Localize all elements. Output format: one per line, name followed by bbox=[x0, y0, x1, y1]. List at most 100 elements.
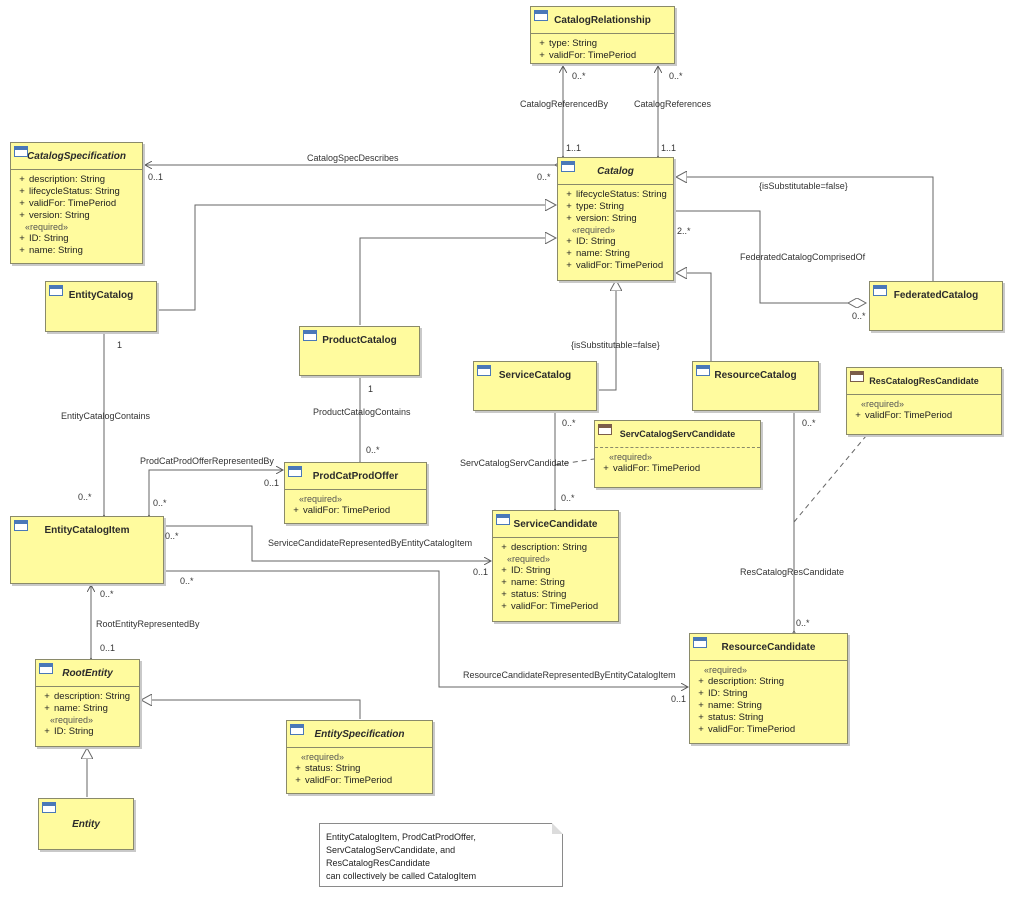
multiplicity: 0..* bbox=[165, 531, 179, 541]
label-res-catalog-res-candidate: ResCatalogResCandidate bbox=[740, 567, 845, 577]
class-name: Catalog bbox=[597, 165, 634, 177]
multiplicity: 1..1 bbox=[661, 143, 677, 153]
class-icon bbox=[873, 285, 887, 296]
attribute: ID: String bbox=[511, 565, 551, 576]
stereotype: «required» bbox=[50, 715, 94, 725]
gen-entitycatalog-catalog bbox=[158, 205, 556, 311]
class-catalog-specification[interactable]: CatalogSpecification +description: Strin… bbox=[10, 142, 143, 264]
class-name: CatalogRelationship bbox=[554, 14, 651, 26]
attribute: description: String bbox=[54, 691, 131, 702]
class-name: ProductCatalog bbox=[322, 334, 397, 346]
class-service-candidate[interactable]: ServiceCandidate +description: String «r… bbox=[492, 510, 619, 622]
class-res-catalog-res-candidate[interactable]: ResCatalogResCandidate «required» +valid… bbox=[846, 367, 1002, 435]
note-line: EntityCatalogItem, ProdCatProdOffer, bbox=[326, 832, 476, 842]
gen-entityspec-rootentity bbox=[141, 700, 361, 719]
class-product-catalog[interactable]: ProductCatalog bbox=[299, 326, 420, 376]
label-is-substitutable: {isSubstitutable=false} bbox=[571, 340, 660, 350]
attributes: «required» +validFor: TimePeriod bbox=[285, 489, 426, 520]
class-icon bbox=[288, 466, 302, 477]
multiplicity: 1..1 bbox=[566, 143, 582, 153]
class-name: RootEntity bbox=[62, 667, 113, 679]
attribute: status: String bbox=[511, 589, 567, 600]
label-prodcat-represented-by: ProdCatProdOfferRepresentedBy bbox=[140, 456, 274, 466]
attribute: ID: String bbox=[576, 236, 616, 247]
multiplicity: 1 bbox=[368, 384, 374, 394]
label-resource-candidate-represented-by: ResourceCandidateRepresentedByEntityCata… bbox=[463, 670, 676, 680]
note[interactable]: EntityCatalogItem, ProdCatProdOffer, Ser… bbox=[319, 823, 563, 887]
class-icon bbox=[49, 285, 63, 296]
class-icon bbox=[693, 637, 707, 648]
stereotype: «required» bbox=[299, 494, 343, 504]
label-serv-catalog-serv-candidate: ServCatalogServCandidate bbox=[460, 458, 570, 468]
class-icon bbox=[303, 330, 317, 341]
class-root-entity[interactable]: RootEntity +description: String +name: S… bbox=[35, 659, 140, 747]
multiplicity: 1 bbox=[117, 340, 123, 350]
class-icon bbox=[14, 520, 28, 531]
class-entity-catalog[interactable]: EntityCatalog bbox=[45, 281, 157, 332]
class-name: ServiceCatalog bbox=[498, 369, 572, 381]
stereotype: «required» bbox=[25, 222, 69, 232]
class-name: Entity bbox=[72, 818, 100, 830]
gen-servicecatalog-catalog bbox=[598, 280, 616, 391]
attribute: validFor: TimePeriod bbox=[613, 463, 701, 474]
multiplicity: 0..* bbox=[100, 589, 114, 599]
class-catalog-relationship[interactable]: CatalogRelationship +type: String +valid… bbox=[530, 6, 675, 64]
class-service-catalog[interactable]: ServiceCatalog bbox=[473, 361, 597, 411]
attribute: validFor: TimePeriod bbox=[865, 410, 953, 421]
multiplicity: 0..1 bbox=[264, 478, 280, 488]
class-resource-catalog[interactable]: ResourceCatalog bbox=[692, 361, 819, 411]
attribute: name: String bbox=[29, 245, 83, 256]
attributes: «required» +validFor: TimePeriod bbox=[595, 447, 760, 478]
attributes: +description: String +name: String «requ… bbox=[36, 686, 139, 741]
attributes: +description: String +lifecycleStatus: S… bbox=[11, 169, 142, 260]
class-prod-cat-prod-offer[interactable]: ProdCatProdOffer «required» +validFor: T… bbox=[284, 462, 427, 524]
note-line: can collectively be called CatalogItem bbox=[326, 871, 477, 881]
class-serv-catalog-serv-candidate[interactable]: ServCatalogServCandidate «required» +val… bbox=[594, 420, 761, 488]
note-line: ServCatalogServCandidate, and ResCatalog… bbox=[326, 845, 456, 868]
class-icon bbox=[534, 10, 548, 21]
label-service-candidate-represented-by: ServiceCandidateRepresentedByEntityCatal… bbox=[268, 538, 473, 548]
class-name: ServCatalogServCandidate bbox=[619, 429, 736, 439]
class-icon bbox=[561, 161, 575, 172]
class-resource-candidate[interactable]: ResourceCandidate «required» +descriptio… bbox=[689, 633, 848, 744]
class-entity[interactable]: Entity bbox=[38, 798, 134, 850]
attribute: validFor: TimePeriod bbox=[29, 198, 117, 209]
attribute: validFor: TimePeriod bbox=[549, 50, 637, 61]
edge-federated-comprised-of bbox=[676, 211, 848, 303]
multiplicity: 0..* bbox=[366, 445, 380, 455]
label-federated-comprised-of: FederatedCatalogComprisedOf bbox=[740, 252, 866, 262]
class-entity-catalog-item[interactable]: EntityCatalogItem bbox=[10, 516, 164, 584]
class-icon bbox=[14, 146, 28, 157]
edge-prodcat-represented-by bbox=[149, 470, 283, 515]
class-icon bbox=[696, 365, 710, 376]
multiplicity: 0..1 bbox=[671, 694, 687, 704]
class-federated-catalog[interactable]: FederatedCatalog bbox=[869, 281, 1003, 331]
attribute: validFor: TimePeriod bbox=[708, 724, 796, 735]
multiplicity: 0..* bbox=[180, 576, 194, 586]
label-catalog-referenced-by: CatalogReferencedBy bbox=[520, 99, 609, 109]
multiplicity: 0..* bbox=[852, 311, 866, 321]
attribute: description: String bbox=[708, 676, 785, 687]
multiplicity: 2..* bbox=[677, 226, 691, 236]
note-fold-corner bbox=[552, 823, 563, 834]
class-name: EntityCatalog bbox=[68, 289, 134, 301]
class-catalog[interactable]: Catalog +lifecycleStatus: String +type: … bbox=[557, 157, 674, 281]
multiplicity: 0..1 bbox=[148, 172, 164, 182]
class-name: ResCatalogResCandidate bbox=[869, 376, 979, 386]
class-name: ServiceCandidate bbox=[513, 518, 598, 530]
gen-federatedcatalog-catalog bbox=[676, 177, 934, 281]
multiplicity: 0..* bbox=[562, 418, 576, 428]
multiplicity: 0..1 bbox=[473, 567, 489, 577]
class-entity-specification[interactable]: EntitySpecification «required» +status: … bbox=[286, 720, 433, 794]
attribute: name: String bbox=[511, 577, 565, 588]
label-root-entity-represented-by: RootEntityRepresentedBy bbox=[96, 619, 200, 629]
attribute: validFor: TimePeriod bbox=[511, 601, 599, 612]
class-name: CatalogSpecification bbox=[27, 150, 126, 162]
gen-resourcecatalog-catalog bbox=[676, 273, 712, 361]
class-icon bbox=[496, 514, 510, 525]
stereotype: «required» bbox=[301, 752, 345, 762]
multiplicity: 0..* bbox=[537, 172, 551, 182]
class-name: ResourceCatalog bbox=[714, 369, 797, 381]
